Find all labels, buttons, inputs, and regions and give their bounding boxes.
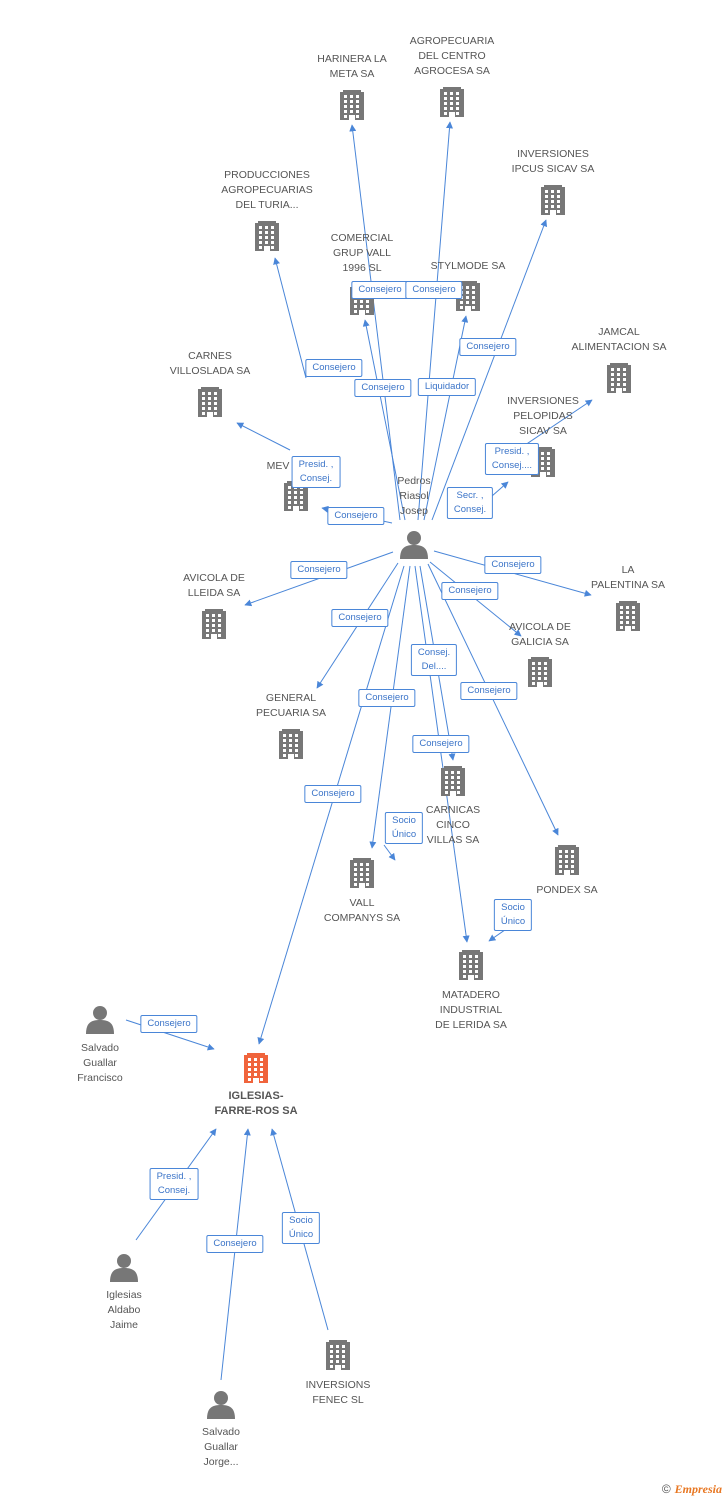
node-label-mev[interactable]: MEV <box>266 460 290 472</box>
edge-label-vall_companys-to-carnicas_cinco_villas[interactable]: Socio Único <box>384 812 424 844</box>
edge-label-pedros_riasol-to-iglesias_farre_ros[interactable]: Consejero <box>304 785 362 803</box>
node-label-producciones_turia[interactable]: PRODUCCIONES AGROPECUARIAS DEL TURIA... <box>221 169 313 211</box>
company-building-icon[interactable] <box>555 845 579 875</box>
node-label-salvado_jorge[interactable]: Salvado Guallar Jorge... <box>202 1426 240 1468</box>
node-label-salvado_francisco[interactable]: Salvado Guallar Francisco <box>77 1042 123 1084</box>
edge-label-pedros_riasol-to-producciones_turia[interactable]: Consejero <box>305 359 363 377</box>
node-label-avicola_lleida[interactable]: AVICOLA DE LLEIDA SA <box>183 572 245 599</box>
edge-label-inversions_fenec-to-iglesias_farre_ros[interactable]: Socio Único <box>281 1212 321 1244</box>
node-label-general_pecuaria[interactable]: GENERAL PECUARIA SA <box>255 692 327 719</box>
edge-salvado_jorge-to-iglesias_farre_ros <box>220 1128 251 1381</box>
edge-pedros_riasol-to-producciones_turia <box>273 257 307 379</box>
edge-label-pedros_riasol-to-general_pecuaria[interactable]: Consejero <box>331 609 389 627</box>
node-label-avicola_galicia[interactable]: AVICOLA DE GALICIA SA <box>509 621 571 648</box>
edge-pedros_riasol-to-inversiones_ipcus <box>431 219 548 521</box>
edge-label-pedros_riasol-to-avicola_galicia[interactable]: Consejero <box>441 582 499 600</box>
edge-pedros_riasol-to-vall_companys <box>369 565 411 849</box>
company-building-icon[interactable] <box>255 221 279 251</box>
node-label-la_palentina[interactable]: LA PALENTINA SA <box>591 564 665 591</box>
company-building-icon[interactable] <box>541 185 565 215</box>
edge-label-pedros_riasol-to-pondex[interactable]: Consejero <box>460 682 518 700</box>
edge-label-pedros_riasol-to-inversiones_pelopidas[interactable]: Secr. , Consej. <box>446 487 494 519</box>
node-label-agropecuaria_centro[interactable]: AGROPECUARIA DEL CENTRO AGROCESA SA <box>409 35 495 77</box>
edge-label-pedros_riasol-to-jamcal[interactable]: Presid. , Consej.... <box>484 443 540 475</box>
company-building-icon[interactable] <box>459 950 483 980</box>
edge-label-pedros_riasol-to-harinera[interactable]: Consejero <box>351 281 409 299</box>
node-label-carnes_villoslada[interactable]: CARNES VILLOSLADA SA <box>169 350 251 377</box>
edge-label-iglesias_aldabo-to-iglesias_farre_ros[interactable]: Presid. , Consej. <box>149 1168 199 1200</box>
edge-pedros_riasol-to-carnes_villoslada <box>236 422 291 451</box>
company-building-icon[interactable] <box>326 1340 350 1370</box>
edge-label-pedros_riasol-to-agropecuaria_centro[interactable]: Consejero <box>405 281 463 299</box>
edge-label-pedros_riasol-to-avicola_lleida[interactable]: Consejero <box>290 561 348 579</box>
node-label-pondex[interactable]: PONDEX SA <box>536 884 598 896</box>
node-label-harinera[interactable]: HARINERA LA META SA <box>317 53 387 80</box>
company-building-icon[interactable] <box>202 609 226 639</box>
edge-label-pedros_riasol-to-carnes_villoslada[interactable]: Presid. , Consej. <box>291 456 341 488</box>
company-building-icon[interactable] <box>607 363 631 393</box>
node-label-iglesias_aldabo[interactable]: Iglesias Aldabo Jaime <box>106 1289 142 1331</box>
edge-label-pedros_riasol-to-vall_companys[interactable]: Consejero <box>358 689 416 707</box>
empresia-logo: Empresia <box>674 1482 722 1496</box>
edge-pedros_riasol-to-agropecuaria_centro <box>417 121 453 521</box>
edge-pedros_riasol-to-iglesias_farre_ros <box>257 565 405 1045</box>
edge-label-pedros_riasol-to-inversiones_ipcus[interactable]: Consejero <box>459 338 517 356</box>
company-building-icon[interactable] <box>441 766 465 796</box>
edge-label-salvado_francisco-to-iglesias_farre_ros[interactable]: Consejero <box>140 1015 198 1033</box>
company-building-icon[interactable] <box>440 87 464 117</box>
edge-label-pedros_riasol-to-carnicas_cinco_villas[interactable]: Consej. Del.... <box>410 644 458 676</box>
node-label-inversiones_ipcus[interactable]: INVERSIONES IPCUS SICAV SA <box>511 148 595 175</box>
edge-label-pedros_riasol-to-comercial_grup_vall[interactable]: Consejero <box>354 379 412 397</box>
node-label-matadero_lerida[interactable]: MATADERO INDUSTRIAL DE LERIDA SA <box>435 989 507 1031</box>
company-building-icon[interactable] <box>616 601 640 631</box>
person-icon[interactable] <box>400 531 428 559</box>
person-icon[interactable] <box>207 1391 235 1419</box>
edge-pedros_riasol-to-comercial_grup_vall <box>362 319 406 521</box>
focus-company-building-icon[interactable] <box>244 1053 268 1083</box>
person-icon[interactable] <box>86 1006 114 1034</box>
edge-label-pondex-to-matadero_lerida[interactable]: Socio Único <box>493 899 533 931</box>
edge-label-pedros_riasol-to-matadero_lerida[interactable]: Consejero <box>412 735 470 753</box>
empresia-watermark: ©Empresia <box>662 1482 722 1497</box>
node-label-inversions_fenec[interactable]: INVERSIONS FENEC SL <box>305 1379 371 1406</box>
company-building-icon[interactable] <box>350 858 374 888</box>
node-label-vall_companys[interactable]: VALL COMPANYS SA <box>323 897 401 924</box>
company-building-icon[interactable] <box>198 387 222 417</box>
copyright-symbol: © <box>661 1482 671 1496</box>
edge-vall_companys-to-carnicas_cinco_villas <box>383 844 396 861</box>
company-building-icon[interactable] <box>528 657 552 687</box>
edge-pedros_riasol-to-stylmode <box>423 315 469 521</box>
person-icon[interactable] <box>110 1254 138 1282</box>
edge-label-pedros_riasol-to-mev[interactable]: Consejero <box>327 507 385 525</box>
company-building-icon[interactable] <box>279 729 303 759</box>
edge-label-pedros_riasol-to-la_palentina[interactable]: Consejero <box>484 556 542 574</box>
company-building-icon[interactable] <box>340 90 364 120</box>
node-label-carnicas_cinco_villas[interactable]: CARNICAS CINCO VILLAS SA <box>425 804 481 846</box>
node-label-comercial_grup_vall[interactable]: COMERCIAL GRUP VALL 1996 SL <box>330 232 394 274</box>
node-label-iglesias_farre_ros[interactable]: IGLESIAS- FARRE-ROS SA <box>214 1090 298 1117</box>
edge-label-salvado_jorge-to-iglesias_farre_ros[interactable]: Consejero <box>206 1235 264 1253</box>
node-label-inversiones_pelopidas[interactable]: INVERSIONES PELOPIDAS SICAV SA <box>507 395 579 437</box>
edge-pedros_riasol-to-matadero_lerida <box>414 565 470 943</box>
node-label-pedros_riasol[interactable]: Pedros Riasol Josep <box>397 475 431 517</box>
edge-label-pedros_riasol-to-stylmode[interactable]: Liquidador <box>417 378 477 396</box>
node-label-jamcal[interactable]: JAMCAL ALIMENTACION SA <box>571 326 667 353</box>
node-label-stylmode[interactable]: STYLMODE SA <box>430 260 506 272</box>
